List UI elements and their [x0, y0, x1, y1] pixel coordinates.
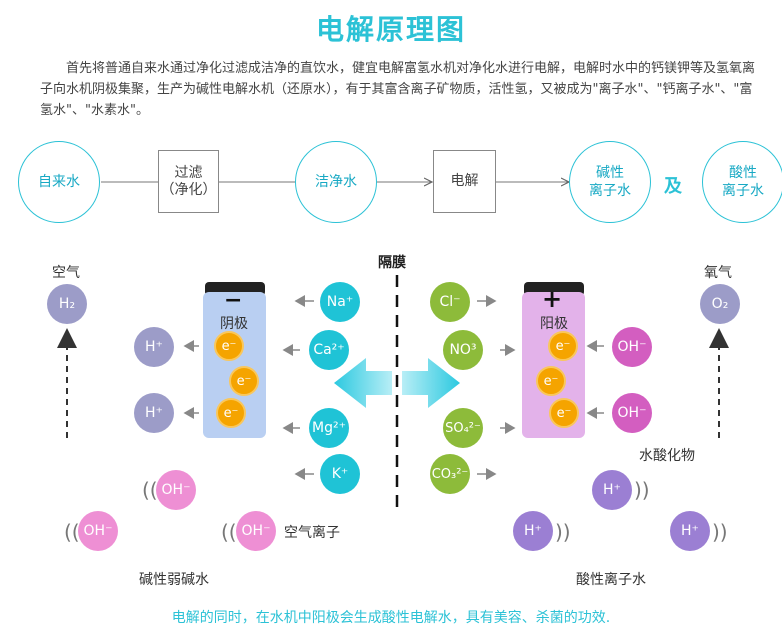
- anion-cl: Cl⁻: [430, 282, 470, 322]
- flow-and-label: 及: [664, 176, 682, 197]
- oh-minus-ion: OH⁻: [612, 327, 652, 367]
- air-ion-label: 空气离子: [284, 525, 340, 541]
- vibration-icon: )): [712, 520, 728, 544]
- oh-minus-ion: OH⁻: [156, 470, 196, 510]
- cation-na: Na⁺: [320, 282, 360, 322]
- page-title: 电解原理图: [315, 13, 466, 46]
- oh-minus-ion: OH⁻: [78, 511, 118, 551]
- flow-electrolysis-box: 电解: [433, 150, 496, 213]
- anode-label: 阳极: [540, 316, 568, 332]
- h2-molecule: H₂: [47, 284, 87, 324]
- electron: e⁻: [216, 398, 246, 428]
- flow-acidic-ion-water: 酸性 离子水: [702, 141, 782, 223]
- intro-paragraph: 首先将普通自来水通过净化过滤成洁净的直饮水，健宜电解富氢水机对净化水进行电解，电…: [40, 61, 756, 118]
- flow-tap-water: 自来水: [18, 141, 100, 223]
- vibration-icon: )): [555, 520, 571, 544]
- flow-filter-box: 过滤 （净化）: [158, 150, 219, 213]
- vibration-icon: ((: [64, 520, 80, 544]
- oh-minus-ion: OH⁻: [612, 393, 652, 433]
- electron: e⁻: [548, 331, 578, 361]
- vibration-icon: )): [634, 478, 650, 502]
- cathode-sign: −: [224, 288, 243, 313]
- oxygen-label: 氧气: [704, 265, 732, 281]
- vibration-icon: ((: [142, 478, 158, 502]
- h-plus-ion: H⁺: [513, 511, 553, 551]
- hydroxide-label: 水酸化物: [639, 448, 695, 464]
- air-label: 空气: [52, 265, 80, 281]
- cation-k: K⁺: [320, 454, 360, 494]
- footer-note: 电解的同时，在水机中阳极会生成酸性电解水，具有美容、杀菌的功效.: [171, 610, 611, 626]
- double-arrow-icon: [334, 358, 460, 408]
- flow-clean-water: 洁净水: [295, 141, 377, 223]
- electron: e⁻: [229, 366, 259, 396]
- anode-sign: +: [542, 285, 563, 313]
- cation-mg: Mg²⁺: [309, 408, 349, 448]
- anion-so4: SO₄²⁻: [443, 408, 483, 448]
- alkaline-weak-water-label: 碱性弱碱水: [139, 572, 209, 588]
- oh-minus-ion: OH⁻: [236, 511, 276, 551]
- cation-ca: Ca²⁺: [309, 330, 349, 370]
- cathode-label: 阴极: [220, 316, 248, 332]
- vibration-icon: ((: [221, 520, 237, 544]
- anion-co3: CO₃²⁻: [430, 454, 470, 494]
- membrane-label: 隔膜: [378, 255, 406, 271]
- electron: e⁻: [536, 366, 566, 396]
- o2-molecule: O₂: [700, 284, 740, 324]
- anion-no3: NO³: [443, 330, 483, 370]
- electron: e⁻: [549, 398, 579, 428]
- h-plus-ion: H⁺: [134, 327, 174, 367]
- h-plus-ion: H⁺: [592, 470, 632, 510]
- electron: e⁻: [214, 331, 244, 361]
- h-plus-ion: H⁺: [134, 393, 174, 433]
- acidic-ion-water-label: 酸性离子水: [576, 572, 646, 588]
- flow-alkaline-ion-water: 碱性 离子水: [569, 141, 651, 223]
- h-plus-ion: H⁺: [670, 511, 710, 551]
